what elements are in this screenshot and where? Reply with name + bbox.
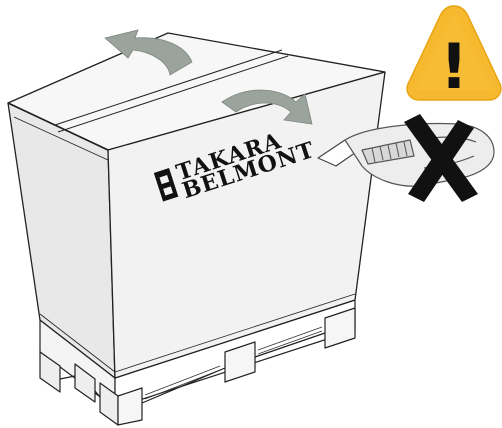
warning-symbol: ! bbox=[440, 30, 468, 103]
warning-triangle-icon: ! bbox=[407, 6, 501, 103]
